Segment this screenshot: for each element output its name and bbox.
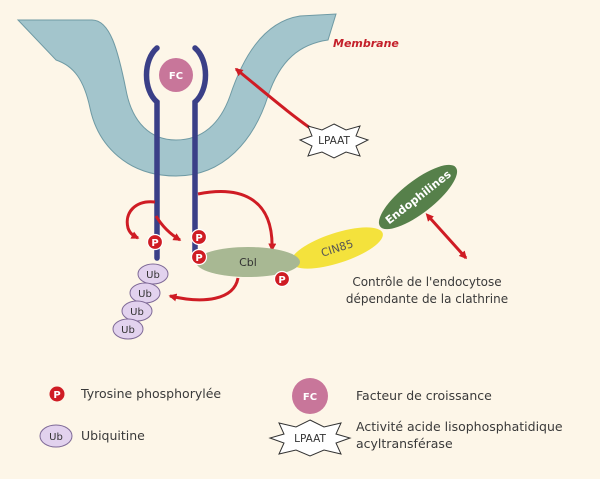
legend-ubiquitin-icon: Ub: [39, 424, 73, 448]
cin85-protein: CIN85: [291, 227, 383, 269]
legend-lpaat-text-line-1: Activité acide lisophosphatidique: [356, 419, 563, 434]
legend-lpaat-text-line-2: acyltransférase: [356, 436, 453, 451]
legend-lpaat-symbol: LPAAT: [294, 433, 326, 445]
endophilines-label: Endophilines: [383, 167, 454, 227]
lpaat-label: LPAAT: [318, 135, 350, 147]
receptor-left-arm: [143, 45, 160, 261]
phospho-right-top-label: P: [195, 233, 202, 244]
endophilines-protein: Endophilines: [378, 164, 458, 230]
cbl-label: Cbl: [239, 256, 257, 269]
phospho-left-label: P: [151, 238, 158, 249]
legend-phospho-text: Tyrosine phosphorylée: [80, 386, 221, 401]
legend: P Tyrosine phosphorylée Ub Ubiquitine FC…: [39, 378, 563, 457]
legend-ub-symbol: Ub: [49, 432, 63, 443]
ubiquitin-3: Ub: [121, 300, 153, 322]
ubiquitin-1: Ub: [137, 263, 169, 285]
legend-fc-text: Facteur de croissance: [356, 388, 492, 403]
control-text-line-1: Contrôle de l'endocytose: [352, 275, 501, 289]
legend-lpaat-icon: LPAAT: [268, 419, 352, 457]
arrow-to-cbl-phospho: [197, 190, 277, 252]
receptor: [143, 45, 209, 261]
arrow-to-left-phospho: [125, 200, 156, 240]
legend-phospho-icon: P: [49, 386, 65, 402]
growth-factor-label: FC: [169, 71, 183, 82]
growth-factor-icon: FC: [159, 58, 193, 92]
ubiquitin-chain: Ub Ub Ub Ub: [112, 263, 169, 340]
control-text-line-2: dépendante de la clathrine: [346, 292, 508, 306]
ubiquitin-2-label: Ub: [138, 289, 152, 300]
membrane-label: Membrane: [333, 37, 399, 50]
phospho-right-bottom: P: [190, 248, 208, 266]
phospho-right-top: P: [190, 228, 208, 246]
arrow-endocytosis-control: [425, 213, 468, 260]
ubiquitin-4-label: Ub: [121, 325, 135, 336]
phospho-left: P: [146, 233, 164, 251]
phospho-cbl: P: [273, 270, 291, 288]
ubiquitin-4: Ub: [112, 318, 144, 340]
legend-fc-icon: FC: [292, 378, 328, 414]
phospho-right-bottom-label: P: [195, 253, 202, 264]
legend-phospho-symbol: P: [53, 390, 60, 401]
ubiquitin-1-label: Ub: [146, 270, 160, 281]
phospho-cbl-label: P: [278, 275, 285, 286]
ubiquitin-3-label: Ub: [130, 307, 144, 318]
ubiquitin-2: Ub: [129, 282, 161, 304]
arrow-cbl-to-ubiquitin: [168, 277, 240, 302]
legend-fc-symbol: FC: [303, 392, 317, 403]
legend-ub-text: Ubiquitine: [81, 428, 145, 443]
lpaat-star-icon: LPAAT: [298, 123, 370, 159]
receptor-right-arm: [192, 45, 209, 261]
cbl-protein: Cbl: [196, 247, 300, 277]
arrow-to-right-phospho: [154, 215, 182, 242]
membrane-shape: [16, 13, 337, 177]
